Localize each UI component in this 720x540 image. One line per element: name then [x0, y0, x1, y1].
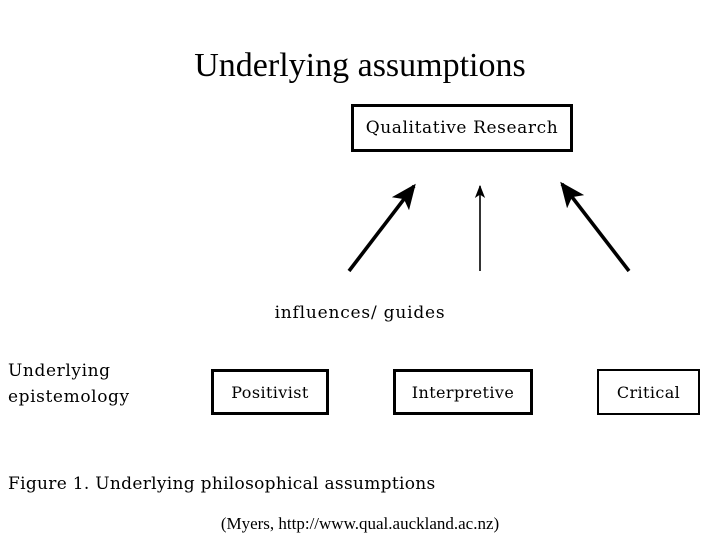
relation-label-influences-guides: influences/ guides [274, 303, 446, 323]
page-title: Underlying assumptions [194, 47, 526, 84]
source-credit: (Myers, http://www.qual.auckland.ac.nz) [220, 514, 500, 533]
node-interpretive: Interpretive [393, 369, 533, 415]
row-label-line-1: Underlying [8, 361, 111, 381]
arrow-positivist-to-qualitative [347, 183, 416, 273]
node-positivist-label: Positivist [231, 382, 309, 402]
arrow-critical-to-qualitative [560, 181, 631, 273]
node-interpretive-label: Interpretive [411, 382, 515, 402]
figure-caption: Figure 1. Underlying philosophical assum… [8, 474, 436, 494]
row-label-underlying-epistemology: Underlying epistemology [8, 358, 130, 410]
node-critical: Critical [597, 369, 700, 415]
node-qualitative-research: Qualitative Research [351, 104, 573, 152]
node-qualitative-research-label: Qualitative Research [365, 118, 559, 138]
node-critical-label: Critical [616, 382, 681, 402]
row-label-line-2: epistemology [8, 387, 130, 407]
node-positivist: Positivist [211, 369, 329, 415]
